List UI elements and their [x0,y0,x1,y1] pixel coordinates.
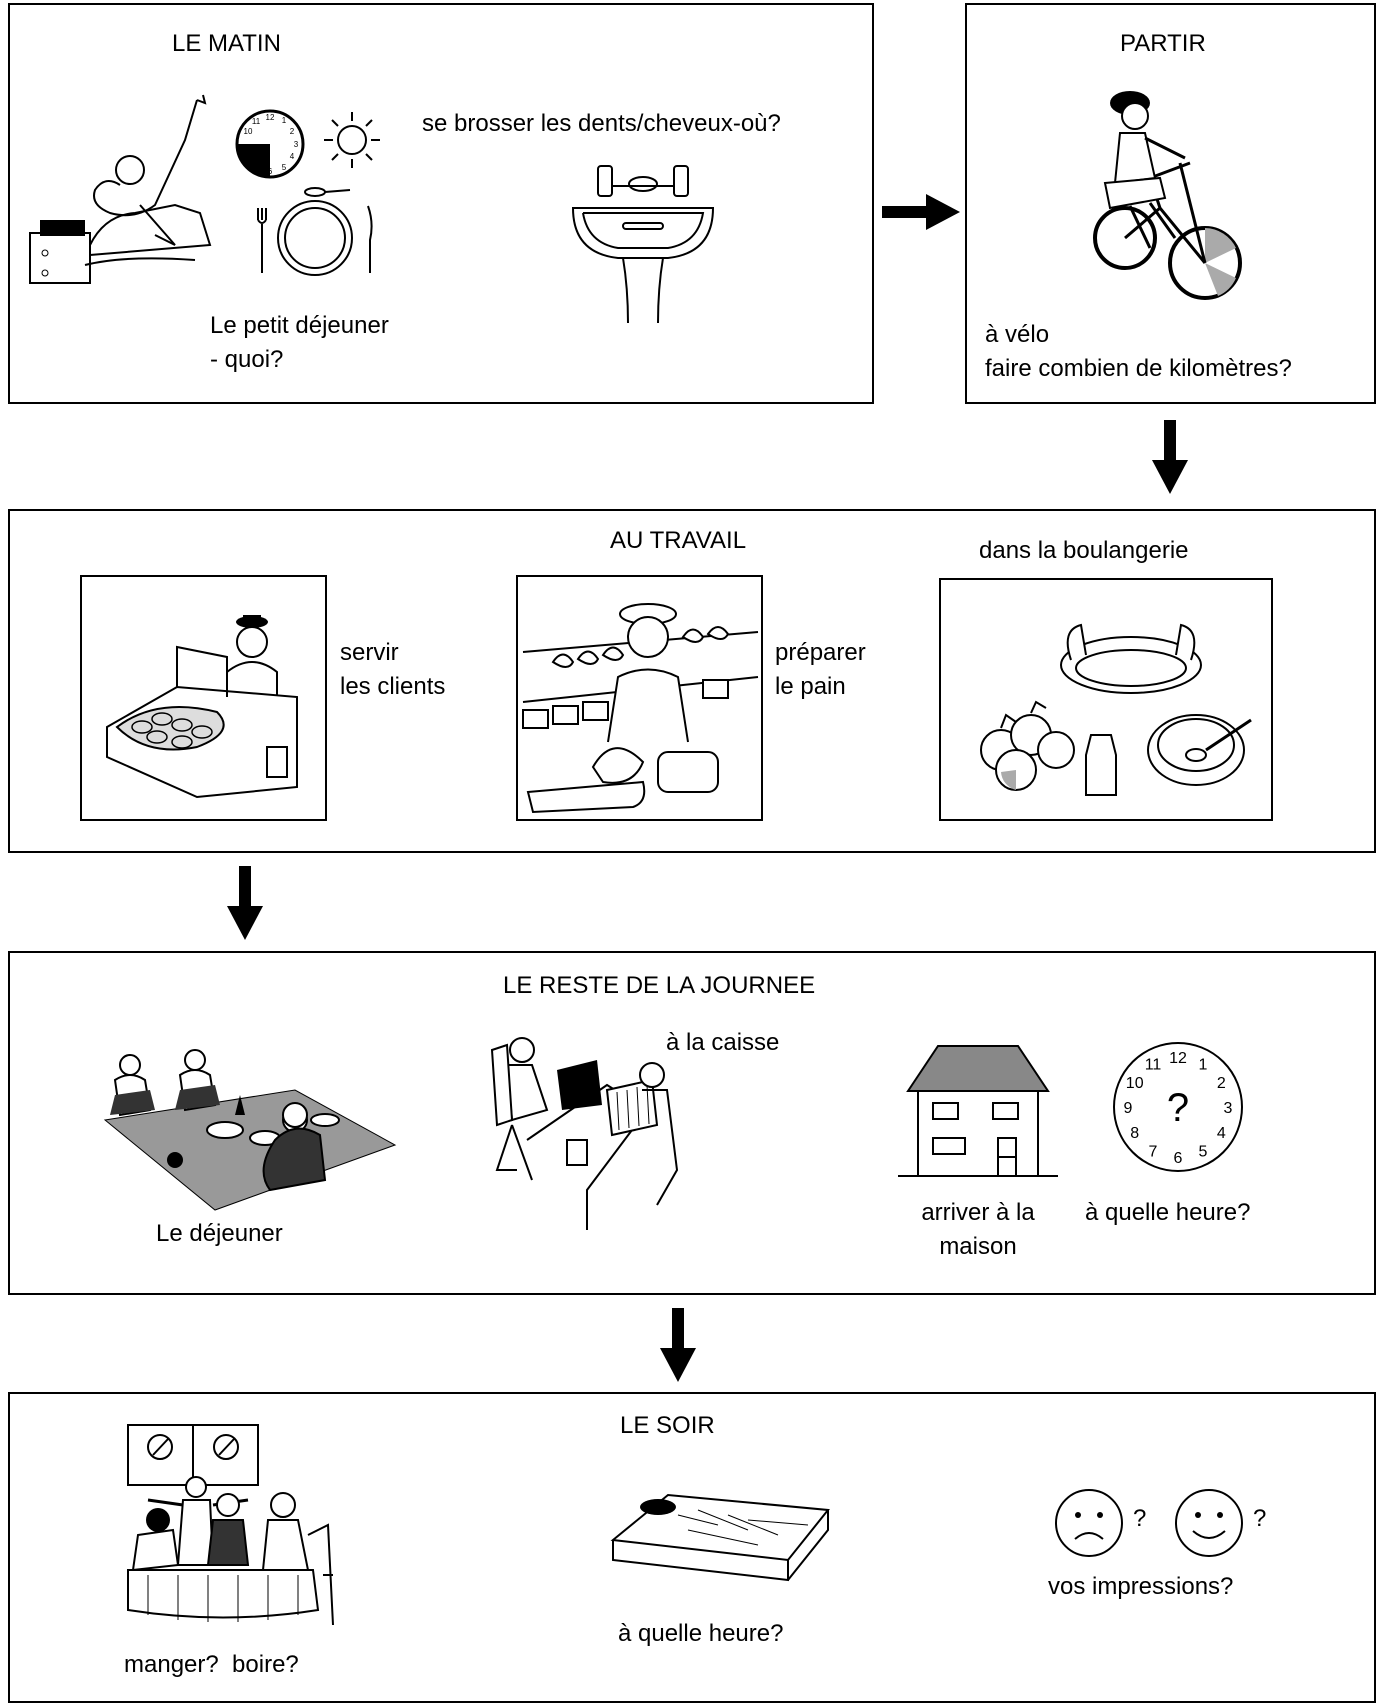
prepare-bread-picture [516,575,763,821]
home-label-line2: maison [939,1233,1017,1260]
svg-text:4: 4 [290,152,295,161]
house-icon [898,1045,1058,1177]
impressions-question: vos impressions? [1048,1573,1234,1600]
home-label-line1: arriver à la [921,1199,1035,1226]
svg-text:11: 11 [252,117,261,126]
clock-number: 8 [1130,1125,1139,1142]
checkout-label: à la caisse [666,1029,780,1056]
svg-text:3: 3 [294,140,299,149]
serve-label-line1: servir [340,639,399,666]
matin-title: LE MATIN [172,30,281,57]
restaurant-illustration [127,1424,334,1626]
baker-illustration [522,603,759,814]
travail-title: AU TRAVAIL [610,527,747,554]
clock-question-mark: ? [1167,1086,1189,1130]
arrow-down-icon [1152,420,1188,494]
svg-text:6: 6 [268,167,273,176]
clock-number: 12 [1169,1050,1187,1067]
serve-customers-picture [80,575,327,821]
clock-number: 2 [1217,1075,1226,1092]
lunch-label: Le déjeuner [156,1220,283,1247]
svg-text:2: 2 [290,127,295,136]
teeth-question: se brosser les dents/cheveux-où? [422,110,781,137]
time-question: à quelle heure? [1085,1199,1251,1226]
sink-illustration [571,165,715,324]
svg-text:1: 1 [282,116,287,125]
happy-face-question: ? [1253,1505,1267,1532]
clock-number: 11 [1145,1057,1162,1074]
partir-line2: faire combien de kilomètres? [985,355,1292,382]
picnic-illustration [103,1049,397,1211]
sad-face-question: ? [1133,1505,1147,1532]
waking-up-illustration [29,94,212,284]
partir-title: PARTIR [1120,30,1206,57]
clock-number: 4 [1217,1125,1226,1142]
clock-number: 1 [1199,1057,1208,1074]
clock-number: 5 [1199,1143,1208,1160]
soir-title: LE SOIR [620,1412,715,1439]
place-setting-icon [257,187,373,276]
dough-illustration [980,623,1252,796]
sun-icon [324,112,380,168]
svg-text:10: 10 [244,127,253,136]
arrow-down-icon [660,1308,696,1382]
section-matin [8,3,874,404]
bread-label-line2: le pain [775,673,846,700]
bread-label-line1: préparer [775,639,866,666]
clock-number: 10 [1126,1075,1144,1092]
checkout-illustration [490,1037,679,1230]
bed-illustration [610,1493,830,1582]
clock-number: 3 [1224,1100,1233,1117]
bakery-label: dans la boulangerie [979,537,1189,564]
partir-line1: à vélo [985,321,1050,348]
cyclist-illustration [1093,91,1242,300]
section-partir [965,3,1376,404]
eat-drink-question: manger? boire? [124,1651,299,1678]
journee-title: LE RESTE DE LA JOURNEE [503,972,816,999]
clock-number: 6 [1174,1150,1183,1167]
svg-text:12: 12 [266,113,275,122]
svg-text:5: 5 [282,163,287,172]
serve-label-line2: les clients [340,673,446,700]
clock-number: 7 [1149,1143,1158,1160]
counter-illustration [106,615,298,799]
breakfast-label-line2: - quoi? [210,346,284,373]
arrow-down-icon [227,866,263,940]
breakfast-label-line1: Le petit déjeuner [210,312,389,339]
bakery-picture [939,578,1273,821]
clock-number: 9 [1124,1100,1133,1117]
sad-face-icon [1055,1489,1123,1557]
arrow-right-icon [882,194,960,230]
happy-face-icon [1175,1489,1243,1557]
bed-time-question: à quelle heure? [618,1620,784,1647]
